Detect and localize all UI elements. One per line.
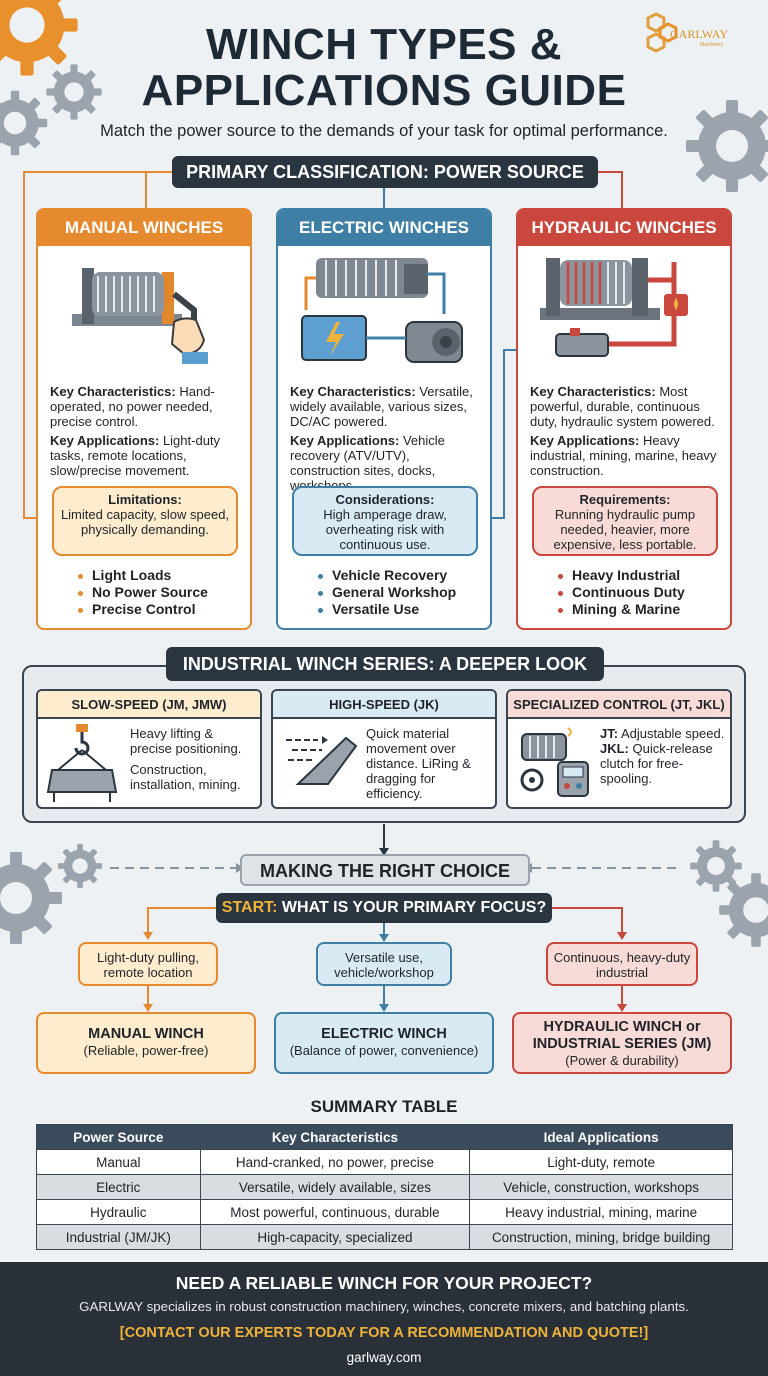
garlway-logo xyxy=(646,12,678,53)
list-item: Light Loads xyxy=(78,567,208,584)
list-item: Mining & Marine xyxy=(558,601,685,618)
footer-text: GARLWAY specializes in robust constructi… xyxy=(79,1299,689,1314)
manual-characteristics: Key Characteristics: Hand-operated, no p… xyxy=(50,384,221,478)
table-cell: Industrial (JM/JK) xyxy=(36,1224,201,1250)
table-cell: Manual xyxy=(36,1149,201,1175)
hydraulic-requirements-box: Requirements: Running hydraulic pump nee… xyxy=(532,486,718,556)
choice-flow-lines xyxy=(110,824,680,1012)
table-cell: Heavy industrial, mining, marine xyxy=(469,1199,733,1225)
list-item: General Workshop xyxy=(318,584,456,601)
logo-text: GARLWAY xyxy=(670,27,729,41)
making-right-choice-banner: MAKING THE RIGHT CHOICE xyxy=(240,854,530,886)
table-cell: Most powerful, continuous, durable xyxy=(199,1199,471,1225)
gear-icon xyxy=(719,873,768,947)
card-title: ELECTRIC WINCHES xyxy=(278,210,490,246)
table-header-row: Power Source Key Characteristics Ideal A… xyxy=(36,1124,733,1150)
crane-hook-load-icon xyxy=(46,724,118,802)
table-cell: Light-duty, remote xyxy=(469,1149,733,1175)
choice-option-manual[interactable]: Light-duty pulling, remote location xyxy=(78,942,218,986)
logo-subtext: Machinery xyxy=(700,42,724,48)
winch-control-panel-icon xyxy=(520,727,589,797)
table-row: Industrial (JM/JK) High-capacity, specia… xyxy=(36,1224,733,1250)
table-cell: Hand-cranked, no power, precise xyxy=(199,1149,471,1175)
table-cell: High-capacity, specialized xyxy=(199,1224,471,1250)
column-header: Ideal Applications xyxy=(469,1124,733,1150)
summary-table-title: SUMMARY TABLE xyxy=(310,1097,458,1116)
footer-heading: NEED A RELIABLE WINCH FOR YOUR PROJECT? xyxy=(175,1273,593,1293)
gear-icon xyxy=(0,852,62,944)
gear-icon xyxy=(46,64,102,120)
electric-bullets: Vehicle Recovery General Workshop Versat… xyxy=(318,567,456,618)
industrial-series-banner: INDUSTRIAL WINCH SERIES: A DEEPER LOOK xyxy=(166,647,604,681)
contact-cta-link[interactable]: [CONTACT OUR EXPERTS TODAY FOR A RECOMME… xyxy=(119,1325,649,1341)
electric-considerations-box: Considerations: High amperage draw, over… xyxy=(292,486,478,556)
table-cell: Versatile, widely available, sizes xyxy=(199,1174,471,1200)
summary-table: Power Source Key Characteristics Ideal A… xyxy=(36,1124,733,1250)
primary-classification-banner: PRIMARY CLASSIFICATION: POWER SOURCE xyxy=(172,156,598,188)
list-item: Vehicle Recovery xyxy=(318,567,456,584)
gear-icon xyxy=(57,843,103,889)
list-item: Heavy Industrial xyxy=(558,567,685,584)
hydraulic-winch-icon xyxy=(540,258,688,357)
table-cell: Hydraulic xyxy=(36,1199,201,1225)
electric-characteristics: Key Characteristics: Versatile, widely a… xyxy=(290,384,473,493)
column-header: Key Characteristics xyxy=(199,1124,471,1150)
card-title: SLOW-SPEED (JM, JMW) xyxy=(38,691,260,719)
table-cell: Vehicle, construction, workshops xyxy=(469,1174,733,1200)
footer xyxy=(0,1262,768,1376)
speed-lines-icon xyxy=(286,736,358,785)
electric-winch-battery-icon xyxy=(301,258,463,363)
gear-icon xyxy=(686,100,768,192)
website-link[interactable]: garlway.com xyxy=(346,1350,422,1365)
choice-option-electric[interactable]: Versatile use, vehicle/workshop xyxy=(316,942,452,986)
card-title: SPECIALIZED CONTROL (JT, JKL) xyxy=(508,691,730,719)
choice-option-hydraulic[interactable]: Continuous, heavy-duty industrial xyxy=(546,942,698,986)
list-item: Versatile Use xyxy=(318,601,456,618)
hand-crank-winch-icon xyxy=(72,268,208,364)
slow-speed-desc: Heavy lifting & precise positioning. Con… xyxy=(130,726,242,792)
page-subtitle: Match the power source to the demands of… xyxy=(100,122,668,140)
table-row: Manual Hand-cranked, no power, precise L… xyxy=(36,1149,733,1175)
result-manual-winch: MANUAL WINCH (Reliable, power-free) xyxy=(36,1012,256,1074)
manual-limitations-box: Limitations: Limited capacity, slow spee… xyxy=(52,486,238,556)
gear-icon xyxy=(0,90,48,156)
result-electric-winch: ELECTRIC WINCH (Balance of power, conven… xyxy=(274,1012,494,1074)
specialized-control-desc: JT: Adjustable speed. JKL: Quick-release… xyxy=(600,726,725,786)
page-title: WINCH TYPES & APPLICATIONS GUIDE xyxy=(141,20,627,115)
manual-bullets: Light Loads No Power Source Precise Cont… xyxy=(78,567,208,618)
list-item: No Power Source xyxy=(78,584,208,601)
hydraulic-characteristics: Key Characteristics: Most powerful, dura… xyxy=(530,384,717,478)
table-row: Hydraulic Most powerful, continuous, dur… xyxy=(36,1199,733,1225)
list-item: Continuous Duty xyxy=(558,584,685,601)
hydraulic-bullets: Heavy Industrial Continuous Duty Mining … xyxy=(558,567,685,618)
column-header: Power Source xyxy=(36,1124,201,1150)
slow-speed-card: SLOW-SPEED (JM, JMW) xyxy=(36,689,262,809)
card-title: MANUAL WINCHES xyxy=(38,210,250,246)
result-hydraulic-winch: HYDRAULIC WINCH or INDUSTRIAL SERIES (JM… xyxy=(512,1012,732,1074)
high-speed-desc: Quick material movement over distance. L… xyxy=(366,726,471,801)
manual-winches-card: MANUAL WINCHES xyxy=(36,208,252,630)
card-title: HIGH-SPEED (JK) xyxy=(273,691,495,719)
gear-icon xyxy=(0,0,78,76)
list-item: Precise Control xyxy=(78,601,208,618)
table-cell: Electric xyxy=(36,1174,201,1200)
table-row: Electric Versatile, widely available, si… xyxy=(36,1174,733,1200)
high-speed-card: HIGH-SPEED (JK) xyxy=(271,689,497,809)
table-cell: Construction, mining, bridge building xyxy=(469,1224,733,1250)
start-question-banner: START: WHAT IS YOUR PRIMARY FOCUS? xyxy=(216,893,552,923)
card-title: HYDRAULIC WINCHES xyxy=(518,210,730,246)
